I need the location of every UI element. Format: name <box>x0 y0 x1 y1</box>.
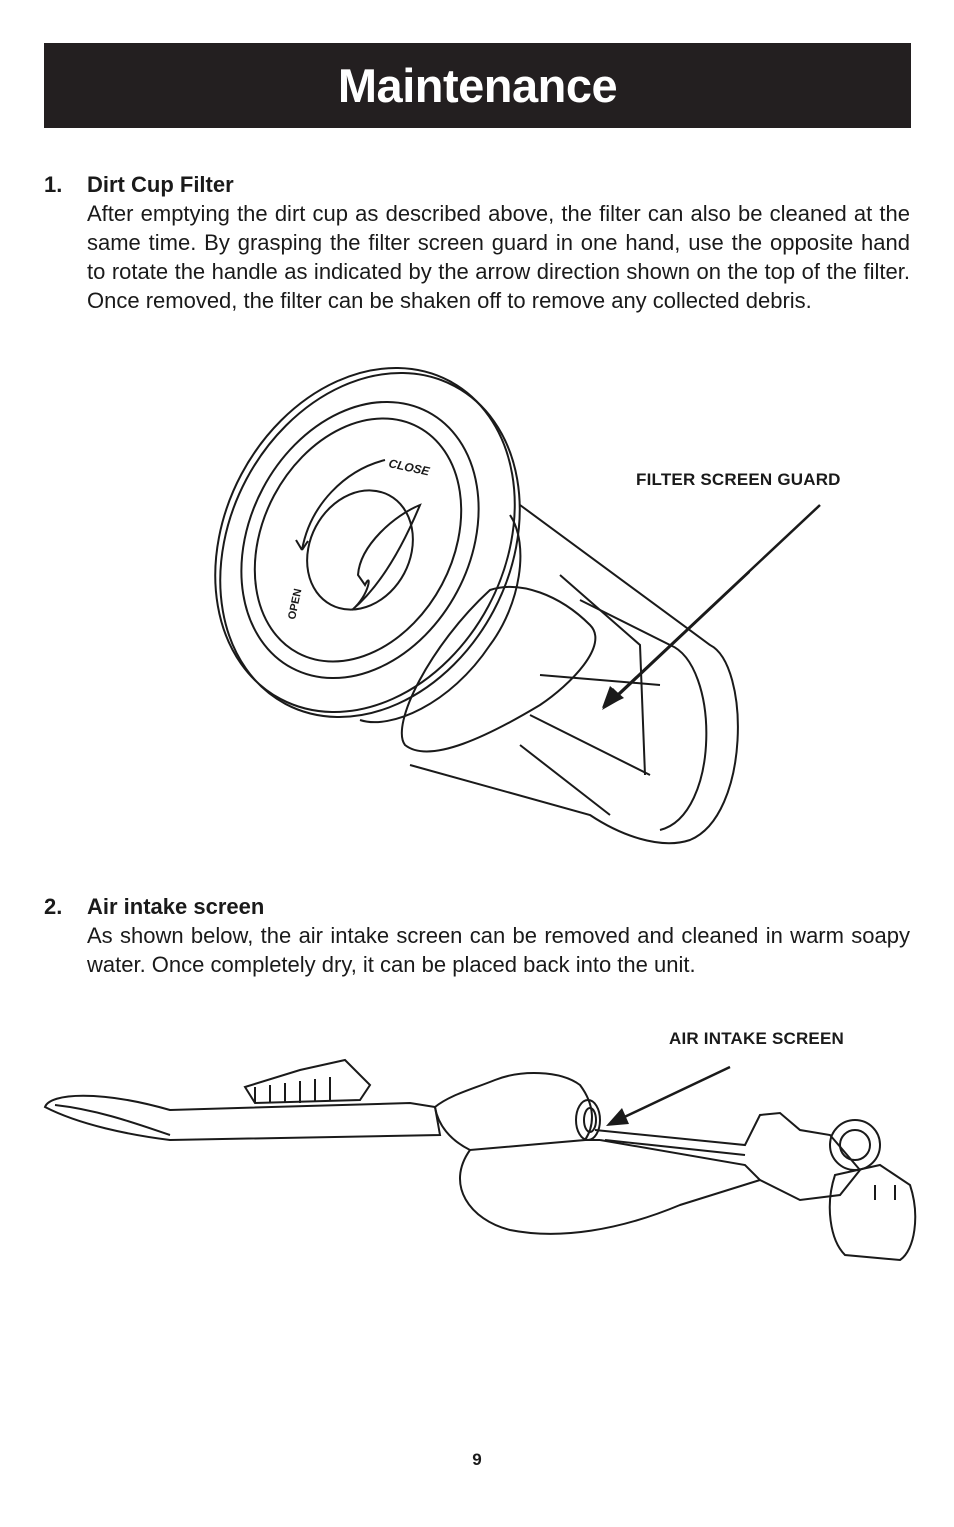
header-bar: Maintenance <box>44 43 911 128</box>
air-intake-screen-callout: AIR INTAKE SCREEN <box>669 1029 844 1048</box>
section-heading: Dirt Cup Filter <box>87 172 234 197</box>
page-title: Maintenance <box>337 59 618 112</box>
dial-open-label: OPEN <box>286 588 304 621</box>
dial-close-label: CLOSE <box>387 456 431 478</box>
page-number: 9 <box>472 1450 482 1469</box>
section-air-intake-screen: 2. Air intake screen As shown below, the… <box>44 892 910 979</box>
section-number: 1. <box>44 172 63 197</box>
section-dirt-cup-filter: 1. Dirt Cup Filter After emptying the di… <box>44 170 910 315</box>
section-body: After emptying the dirt cup as described… <box>87 201 910 313</box>
filter-screen-guard-callout: FILTER SCREEN GUARD <box>636 470 841 489</box>
vacuum-illustration <box>43 1058 917 1262</box>
section-body: As shown below, the air intake screen ca… <box>87 923 910 977</box>
vacuum-callout-arrow <box>606 1065 731 1126</box>
section-number: 2. <box>44 894 63 919</box>
section-heading: Air intake screen <box>87 894 265 919</box>
filter-callout-arrow-line <box>602 504 821 708</box>
